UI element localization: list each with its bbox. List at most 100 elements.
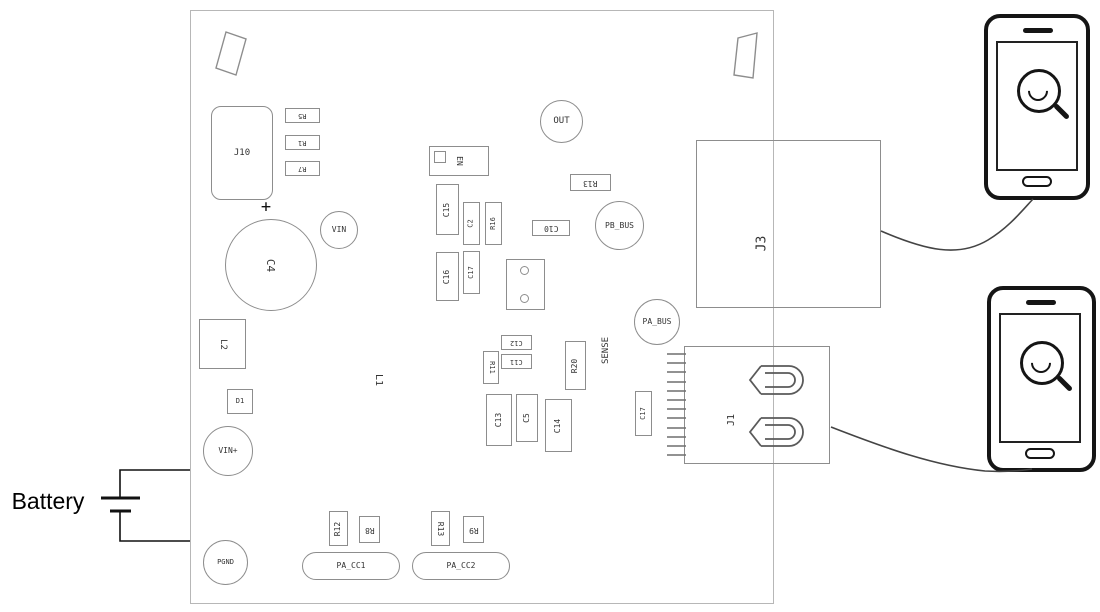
connector-j1 <box>684 346 830 464</box>
phone2-magnifier-icon <box>1020 341 1064 385</box>
label-r9: R9 <box>468 525 479 535</box>
battery-label-area: Battery <box>2 486 94 516</box>
label-r13-top: R13 <box>583 178 598 188</box>
label-en: EN <box>454 156 464 166</box>
label-pa-cc1: PA_CC1 <box>336 561 366 570</box>
resistor-r13-top: R13 <box>570 174 611 191</box>
label-c15: C15 <box>442 202 452 217</box>
label-pgnd: PGND <box>217 558 234 566</box>
label-c16: C16 <box>442 269 452 284</box>
label-c17-upper: C17 <box>467 266 475 279</box>
phone1-magnifier-handle <box>1053 103 1070 120</box>
phone2-screen <box>999 313 1081 443</box>
connector-j3 <box>696 140 881 308</box>
resistor-r13-bottom: R13 <box>431 511 450 546</box>
resistor-r12: R12 <box>329 511 348 546</box>
label-vin: VIN <box>331 225 347 234</box>
resistor-r9: R9 <box>463 516 484 543</box>
battery-wire-positive <box>119 469 190 497</box>
label-c12: C12 <box>510 339 523 347</box>
label-r5: R5 <box>298 112 307 120</box>
label-r1: R1 <box>298 139 307 147</box>
label-pa-cc2: PA_CC2 <box>446 561 476 570</box>
label-l2: L2 <box>218 338 228 350</box>
testpoint-pb-bus: PB_BUS <box>595 201 644 250</box>
battery-wire-negative <box>119 511 190 542</box>
sense-label-area: SENSE <box>596 320 618 380</box>
capacitor-c10: C10 <box>532 220 570 236</box>
connector-j10: J10 <box>211 106 273 200</box>
pad-pa-cc1: PA_CC1 <box>302 552 400 580</box>
phone1-home-button-icon <box>1022 176 1052 187</box>
j1-label-area: J1 <box>718 406 746 434</box>
phone2-speaker-icon <box>1026 300 1056 305</box>
label-c4: C4 <box>264 258 278 272</box>
label-c13: C13 <box>493 412 503 428</box>
label-r20: R20 <box>570 358 580 373</box>
label-c10: C10 <box>543 224 559 233</box>
battery-label: Battery <box>11 487 85 514</box>
label-c14: C14 <box>553 418 563 433</box>
component-en: EN <box>429 146 489 176</box>
phone1-screen <box>996 41 1078 171</box>
label-j1: J1 <box>725 413 737 427</box>
j3-label-area: J3 <box>746 226 778 260</box>
resistor-r11: R11 <box>483 351 499 384</box>
phone2-home-button-icon <box>1025 448 1055 459</box>
label-c17-lower: C17 <box>639 407 647 420</box>
phone2-magnifier-handle <box>1056 375 1073 392</box>
resistor-r16: R16 <box>485 202 502 245</box>
resistor-r20: R20 <box>565 341 586 390</box>
label-plus: + <box>260 196 272 217</box>
en-pad <box>434 151 446 163</box>
polarity-plus-mark: + <box>256 197 276 217</box>
capacitor-c12: C12 <box>501 335 532 350</box>
pad-dot-bottom <box>520 294 529 303</box>
resistor-r1: R1 <box>285 135 320 150</box>
label-c5: C5 <box>521 413 531 423</box>
capacitor-c15: C15 <box>436 184 459 235</box>
capacitor-c17-lower: C17 <box>635 391 652 436</box>
capacitor-c2: C2 <box>463 202 480 245</box>
capacitor-c4: C4 <box>225 219 317 311</box>
label-j3: J3 <box>754 235 770 251</box>
resistor-r8: R8 <box>359 516 380 543</box>
label-r7: R7 <box>298 165 307 173</box>
diode-d1: D1 <box>227 389 253 414</box>
label-pa-bus: PA_BUS <box>642 317 672 326</box>
pad-dot-top <box>520 266 529 275</box>
battery-symbol <box>101 469 190 542</box>
label-c2: C2 <box>467 219 475 228</box>
label-vin-plus: VIN+ <box>218 446 238 455</box>
testpoint-out: OUT <box>540 100 583 143</box>
testpoint-pa-bus: PA_BUS <box>634 299 680 345</box>
capacitor-c16: C16 <box>436 252 459 301</box>
capacitor-c14: C14 <box>545 399 572 452</box>
pad-pa-cc2: PA_CC2 <box>412 552 510 580</box>
label-sense: SENSE <box>601 336 612 364</box>
label-r12: R12 <box>333 521 343 536</box>
capacitor-c17-upper: C17 <box>463 251 480 294</box>
capacitor-c13: C13 <box>486 394 512 446</box>
testpoint-pgnd: PGND <box>203 540 248 585</box>
inductor-l2: L2 <box>199 319 246 369</box>
resistor-r5: R5 <box>285 108 320 123</box>
label-pb-bus: PB_BUS <box>605 220 634 230</box>
phone-icon-1 <box>984 14 1090 200</box>
phone1-speaker-icon <box>1023 28 1053 33</box>
component-dual-pad <box>506 259 545 310</box>
phone1-magnifier-icon <box>1017 69 1061 113</box>
phone-icon-2 <box>987 286 1096 472</box>
label-r13-bottom: R13 <box>436 521 446 536</box>
capacitor-c11: C11 <box>501 354 532 369</box>
label-r11: R11 <box>487 361 496 374</box>
label-c11: C11 <box>510 358 523 366</box>
label-r16: R16 <box>489 217 497 230</box>
label-d1: D1 <box>235 397 245 405</box>
testpoint-vin: VIN <box>320 211 358 249</box>
testpoint-vin-plus: VIN+ <box>203 426 253 476</box>
wire-j3-to-phone1 <box>880 198 1034 251</box>
resistor-r7: R7 <box>285 161 320 176</box>
label-r8: R8 <box>364 525 375 535</box>
